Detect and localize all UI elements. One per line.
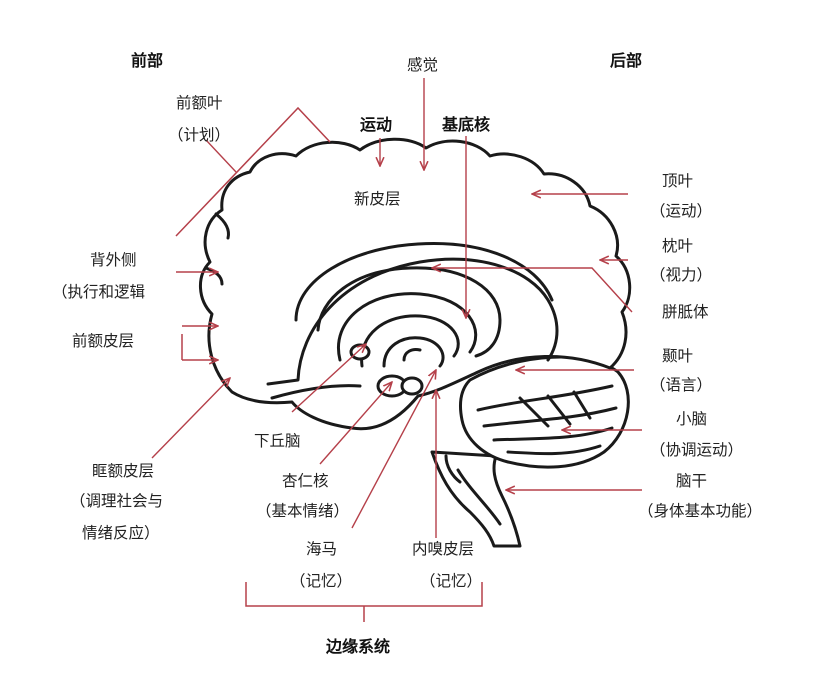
brainstem-sub: （身体基本功能） [638,502,762,520]
ofc-label: 眶额皮层 [92,462,154,480]
back-header: 后部 [610,51,642,70]
front-header: 前部 [131,51,163,70]
occipital-label: 枕叶 [662,237,693,255]
cerebellum-label: 小脑 [676,410,707,428]
brain-illustration [199,137,632,548]
neocortex-label: 新皮层 [354,190,401,208]
parietal-sub: （运动） [650,202,712,220]
temporal-label: 颞叶 [662,347,693,365]
basal-ganglia-label: 基底核 [441,115,490,134]
dlpfc-label: 背外侧 [90,251,137,269]
ofc-sub2: 情绪反应） [82,523,160,542]
hippocampus-sub: （记忆） [290,572,352,590]
frontal-lobe-sub: （计划） [168,126,230,144]
motor-label: 运动 [360,115,392,134]
entorhinal-sub: （记忆） [420,572,482,590]
leader-lines [151,78,642,538]
hypothalamus-label: 下丘脑 [254,432,301,450]
amygdala-sub: （基本情绪） [256,502,349,520]
frontal-lobe-bracket [175,106,331,237]
frontal-lobe-leader [205,139,237,173]
parietal-label: 顶叶 [662,172,693,190]
entorhinal-label: 内嗅皮层 [412,540,474,558]
brainstem-shape [430,450,522,548]
corpus-callosum-shape [266,257,559,386]
dlpfc-sub: （执行和逻辑 [52,283,145,301]
corpus-callosum-label: 胼胝体 [662,303,709,321]
sensory-label: 感觉 [407,56,438,74]
ofc-sub1: （调理社会与 [70,492,163,510]
limbic-system-label: 边缘系统 [325,637,390,656]
cerebrum-outline [199,137,632,431]
brainstem-label: 脑干 [676,472,707,490]
cerebellum-sub: （协调运动） [650,441,743,459]
limbic-bracket [245,582,483,622]
hippocampus-label: 海马 [306,540,337,558]
occipital-sub: （视力） [650,266,712,284]
amygdala-label: 杏仁核 [282,472,329,490]
frontal-lobe-label: 前额叶 [176,94,223,112]
temporal-sub: （语言） [650,376,712,394]
prefrontal-label: 前额皮层 [72,332,134,350]
labels: 前部 后部 感觉 运动 基底核 新皮层 前额叶 （计划） 背外侧 （执行和逻辑 … [52,51,762,656]
